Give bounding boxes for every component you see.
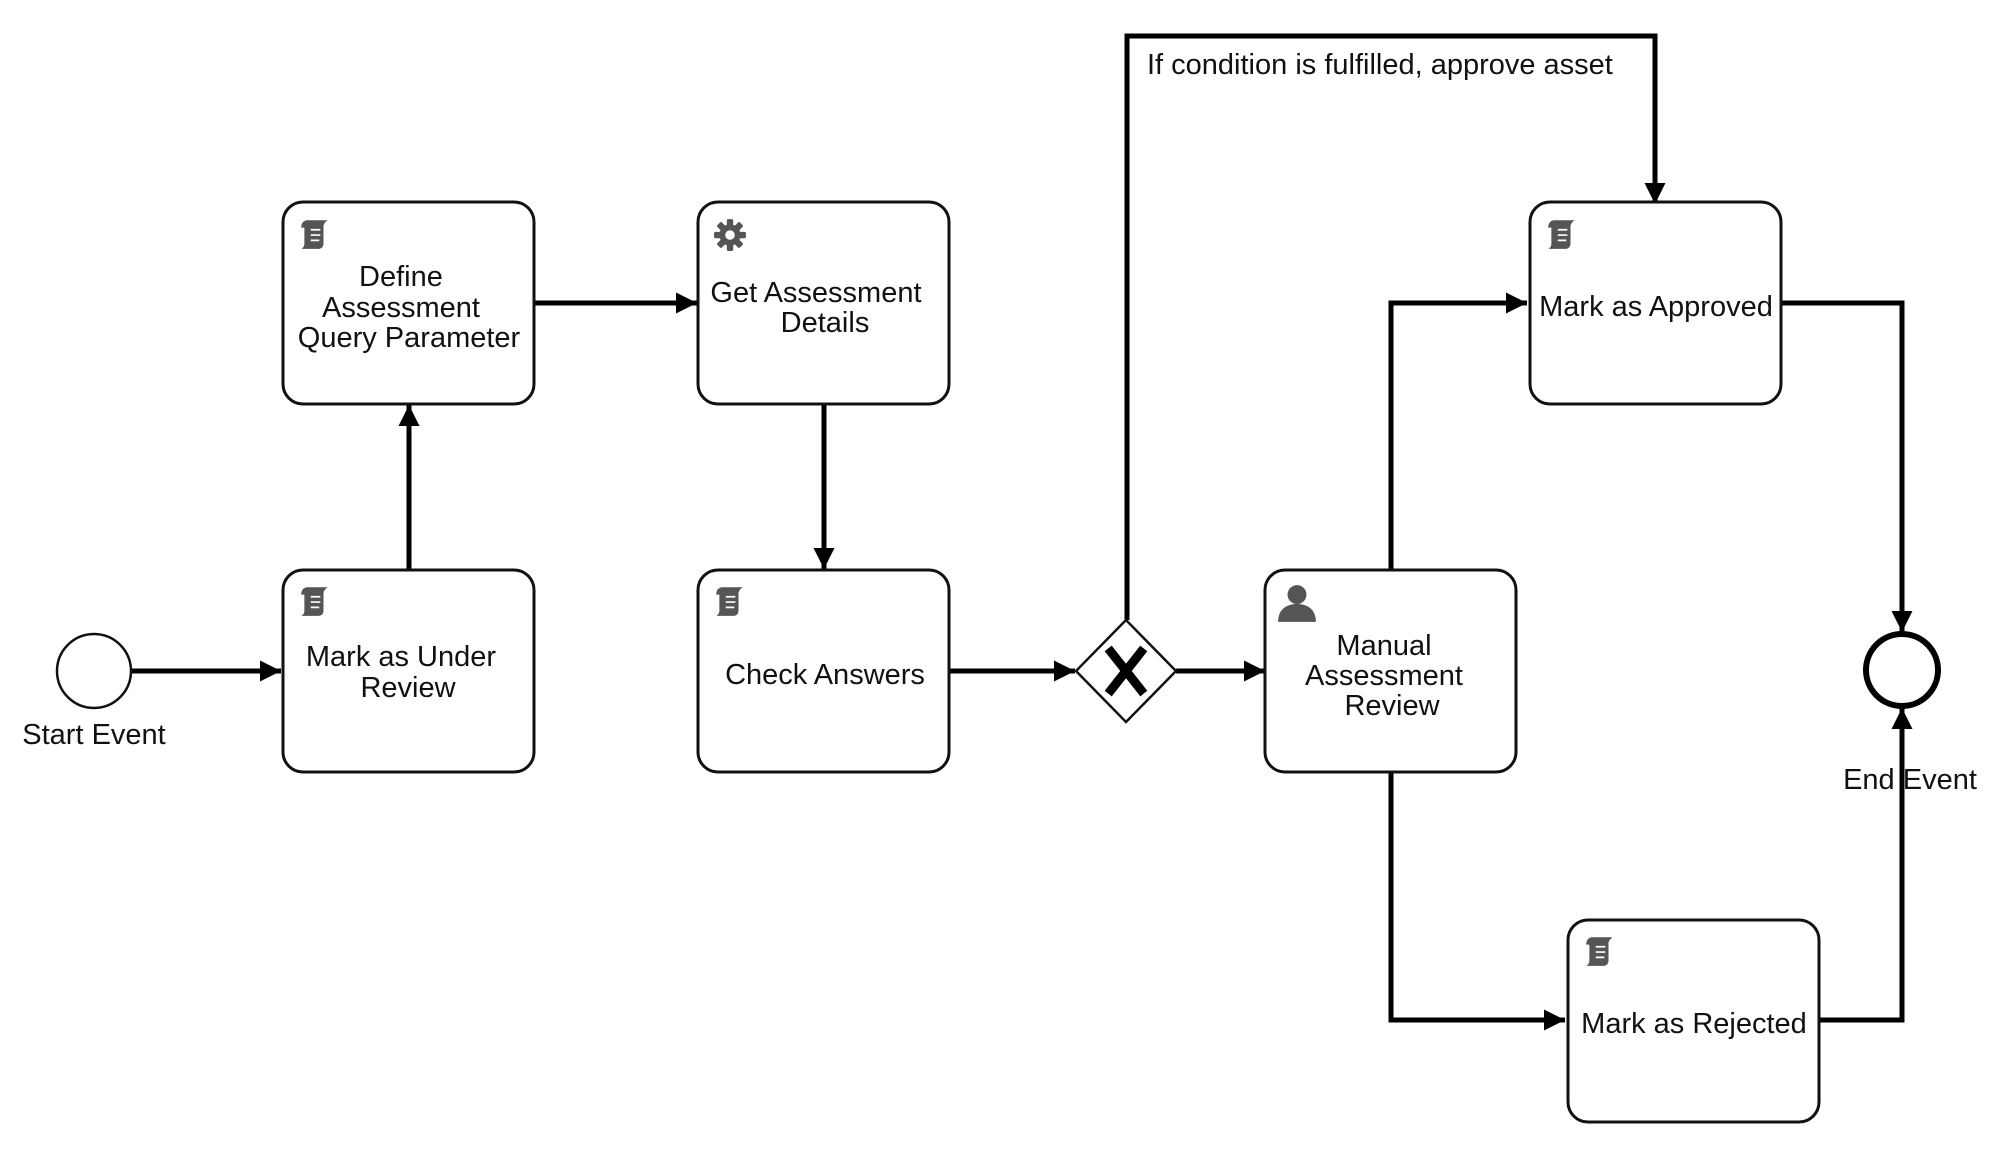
- end-event[interactable]: [1863, 631, 1941, 709]
- svg-text:Define Assessment: Define Assessment Query Parameter: [298, 261, 521, 354]
- flow-manual-to-approved[interactable]: [1388, 292, 1527, 570]
- flow-manual-to-rejected[interactable]: [1388, 772, 1565, 1031]
- task-define-assessment-query-parameter[interactable]: Define Assessment Query Parameter: [281, 200, 536, 406]
- task-mark-as-approved[interactable]: Mark as Approved: [1528, 200, 1783, 406]
- task-label-line: Check Answers: [725, 659, 925, 691]
- task-label-line: Details: [781, 307, 870, 339]
- svg-text:Manual Assessment: Manual Assessment Review: [1305, 630, 1471, 722]
- svg-text:Mark as Rejected: Mark as Rejected: [1581, 1008, 1807, 1040]
- condition-label: If condition is fulfilled, approve asset: [1147, 49, 1613, 81]
- task-label-line: Define: [359, 261, 443, 293]
- svg-text:Check Answers: Check Answers: [725, 659, 925, 691]
- flow-gateway-to-approved-conditional[interactable]: [1124, 33, 1666, 620]
- x-icon: [1104, 645, 1148, 697]
- start-event[interactable]: [55, 632, 133, 710]
- task-label-line: Review: [1344, 690, 1440, 722]
- task-label-line: Assessment: [1305, 660, 1463, 692]
- task-label-line: Assessment: [322, 292, 480, 324]
- task-label-line: Mark as Rejected: [1581, 1008, 1807, 1040]
- task-label-line: Mark as Under: [306, 641, 497, 673]
- task-mark-as-rejected[interactable]: Mark as Rejected: [1566, 918, 1821, 1124]
- svg-text:Mark as Under Review: Mark as Under Review: [306, 641, 504, 704]
- task-label-line: Manual: [1336, 630, 1431, 662]
- task-label-line: Mark as Approved: [1539, 291, 1773, 323]
- svg-text:Mark as Approved: Mark as Approved: [1539, 291, 1773, 323]
- end-event-label: End Event: [1843, 764, 1977, 796]
- flow-approved-to-end[interactable]: [1781, 300, 1913, 632]
- task-label-line: Review: [360, 672, 456, 704]
- task-label-line: Get Assessment: [710, 277, 921, 309]
- task-get-assessment-details[interactable]: Get Assessment Details: [696, 200, 951, 406]
- sequence-flows: [131, 33, 1913, 1031]
- flow-rejected-to-end[interactable]: [1819, 708, 1913, 1023]
- gear-icon: [714, 219, 746, 251]
- exclusive-gateway[interactable]: [1074, 618, 1178, 724]
- task-label-line: Query Parameter: [298, 322, 521, 354]
- task-check-answers[interactable]: Check Answers: [696, 568, 951, 774]
- start-event-label: Start Event: [22, 719, 165, 751]
- svg-text:Get Assessment Details: Get Assessment Details: [710, 277, 929, 339]
- task-mark-under-review[interactable]: Mark as Under Review: [281, 568, 536, 774]
- task-manual-assessment-review[interactable]: Manual Assessment Review: [1263, 568, 1518, 774]
